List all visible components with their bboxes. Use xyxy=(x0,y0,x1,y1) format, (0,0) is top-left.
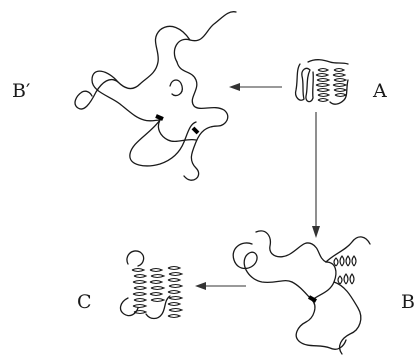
unfolded-protein-b-prime xyxy=(75,12,236,181)
label-a: A xyxy=(372,80,387,102)
refolded-protein-c xyxy=(121,251,182,319)
label-b: B xyxy=(401,291,414,313)
label-b-prime: B′ xyxy=(12,80,30,102)
partially-unfolded-protein-b xyxy=(233,231,370,354)
folded-protein-a xyxy=(296,60,348,104)
label-c: C xyxy=(77,291,92,313)
arrow-a-to-b xyxy=(312,112,320,238)
arrow-b-to-c xyxy=(195,282,246,290)
arrow-a-to-b-prime xyxy=(229,83,282,91)
